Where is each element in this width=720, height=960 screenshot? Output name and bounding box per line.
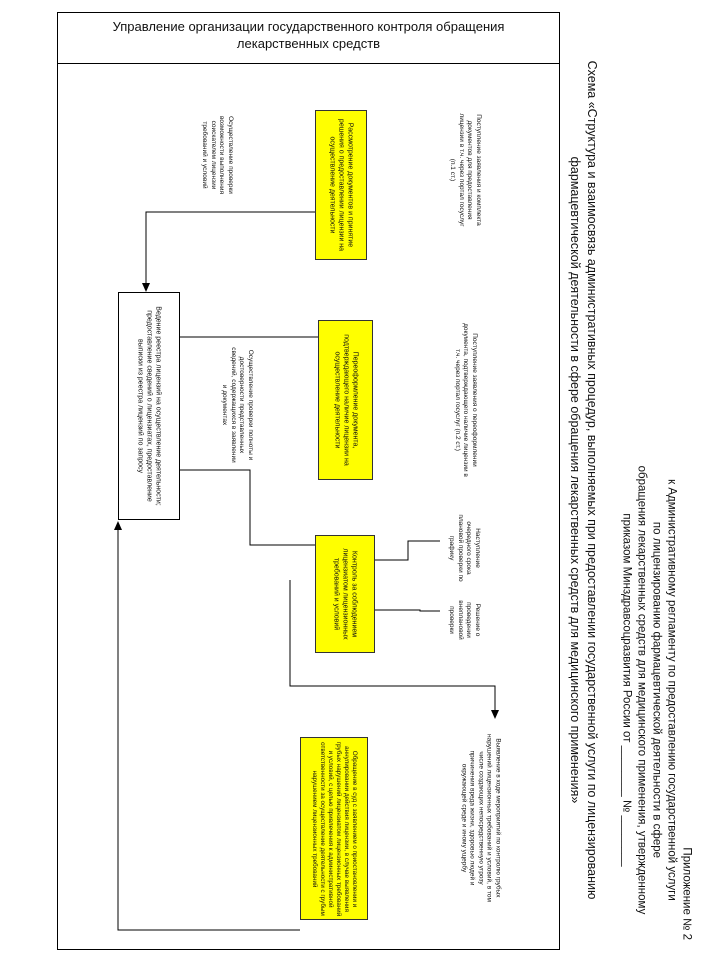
scheme-title: Схема «Структура и взаимосвязь администр… xyxy=(566,20,600,940)
box-reissue-document: Переоформление документа, подтверждающег… xyxy=(318,320,373,480)
box-license-decision-text: Рассмотрение документов и принятие решен… xyxy=(328,118,354,252)
box-court-application: Обращение в суд с заявлением о приостано… xyxy=(300,737,368,920)
note-application-receipt: Поступление заявления и комплекта докуме… xyxy=(440,110,490,230)
appendix-line4: обращения лекарственных средств для меди… xyxy=(635,465,648,915)
header-divider xyxy=(57,63,560,64)
connector-box4-registry xyxy=(117,530,300,931)
note-application-receipt-text: Поступление заявления и комплекта докуме… xyxy=(449,113,483,227)
note-capability-check-text: Осуществление проверки возможности выпол… xyxy=(201,116,235,194)
note-unscheduled-inspection: Решение о проведении внеплановой проверк… xyxy=(440,590,488,650)
note-scheduled-inspection-text: Наступление очередного срока плановой пр… xyxy=(448,513,482,582)
note-unscheduled-inspection-text: Решение о проведении внеплановой проверк… xyxy=(448,600,482,640)
box-license-registry-text: Ведение реестра лицензий на осуществлени… xyxy=(136,306,162,506)
appendix-line3: по лицензированию фармацевтической деяте… xyxy=(650,521,663,859)
box-compliance-control: Контроль за соблюдением лицензиатом лице… xyxy=(315,535,375,653)
scheme-title-wrap: Схема «Структура и взаимосвязь администр… xyxy=(560,20,605,940)
appendix-line2: к Административному регламенту по предос… xyxy=(665,479,678,901)
box-reissue-document-text: Переоформление документа, подтверждающег… xyxy=(333,334,358,466)
header-title-line2: лекарственных средств xyxy=(236,36,381,51)
box-compliance-control-text: Контроль за соблюдением лицензиатом лице… xyxy=(332,548,358,640)
header-title-line1: Управление организации государственного … xyxy=(112,19,505,34)
scheme-title-line2: фармацевтической деятельности в сфере об… xyxy=(567,156,582,804)
appendix-block: Приложение № 2 к Административному регла… xyxy=(619,440,694,940)
box-license-decision: Рассмотрение документов и принятие решен… xyxy=(315,110,367,260)
appendix-line1: Приложение № 2 xyxy=(680,847,693,940)
note-data-verification-text: Осуществление проверки полноты и достове… xyxy=(221,347,255,463)
page-frame xyxy=(57,12,560,950)
appendix-wrap: Приложение № 2 к Административному регла… xyxy=(612,440,700,940)
note-reissue-receipt: Поступление заявления о переоформлении д… xyxy=(440,320,490,480)
note-reissue-receipt-text: Поступление заявления о переоформлении д… xyxy=(453,323,478,477)
page-header: Управление организации государственного … xyxy=(60,18,557,52)
note-gross-violations-text: Выявление в ходе мероприятий по контролю… xyxy=(460,733,502,902)
note-scheduled-inspection: Наступление очередного срока плановой пр… xyxy=(440,510,488,585)
note-gross-violations: Выявление в ходе мероприятий по контролю… xyxy=(440,730,520,905)
note-data-verification: Осуществление проверки полноты и достове… xyxy=(216,345,258,465)
note-capability-check: Осуществление проверки возможности выпол… xyxy=(196,110,238,200)
box-license-registry: Ведение реестра лицензий на осуществлени… xyxy=(118,292,180,520)
connector-box1-registry xyxy=(145,211,315,283)
box-court-application-text: Обращение в суд с заявлением о приостано… xyxy=(311,741,358,916)
appendix-line5: приказом Минздравсоцразвития России от _… xyxy=(620,513,633,867)
connector-note6-box3 xyxy=(375,609,440,612)
connector-box3-note7 xyxy=(289,580,496,710)
scheme-title-line1: Схема «Структура и взаимосвязь администр… xyxy=(584,60,599,900)
connector-note5-box3 xyxy=(375,540,440,561)
connector-box3-registry xyxy=(180,469,315,546)
